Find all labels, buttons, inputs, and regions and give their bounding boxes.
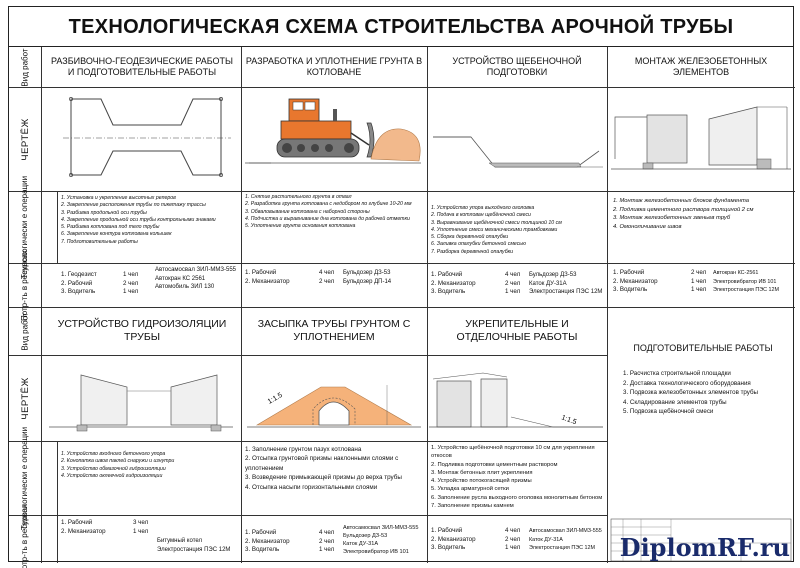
work-heading: ЗАСЫПКА ТРУБЫ ГРУНТОМ С УПЛОТНЕНИЕМ	[257, 318, 411, 343]
operations-list: 1. Монтаж железобетонных блоков фундамен…	[613, 198, 754, 230]
drawing-waterproofing	[49, 374, 233, 432]
prep-title: ПОДГОТОВИТЕЛЬНЫЕ РАБОТЫ	[633, 343, 773, 353]
operations-list: 1. Заполнение грунтом пазух котлована 2.…	[245, 446, 402, 491]
equipment-list: Бульдозер ДЗ-53 Каток ДУ-31А Электростан…	[529, 272, 603, 296]
work-heading: РАЗБИВОЧНО-ГЕОДЕЗИЧЕСКИЕ РАБОТЫ И ПОДГОТ…	[51, 56, 233, 77]
equipment-list: Автосамосвал ЗИЛ-ММЗ-555 Автокран КС 256…	[155, 267, 236, 291]
grid-line	[9, 87, 795, 88]
grid-line	[57, 441, 58, 563]
preparatory-works: ПОДГОТОВИТЕЛЬНЫЕ РАБОТЫ 1. Расчистка стр…	[623, 343, 783, 417]
grid-line	[9, 441, 607, 442]
soil-heap	[370, 128, 421, 162]
drawing-backfill: 1:1.5	[247, 385, 421, 428]
drawing-layout-plan	[63, 97, 231, 177]
drawing-gravel-base	[433, 136, 603, 168]
work-heading: УСТРОЙСТВО ЩЕБЕНОЧНОЙ ПОДГОТОВКИ	[452, 56, 582, 77]
equipment-list: Автосамосвал ЗИЛ-ММЗ-555 Каток ДУ-31А Эл…	[529, 528, 602, 552]
grid-line	[9, 307, 795, 308]
equipment-list: Автосамосвал ЗИЛ-ММЗ-555 Бульдозер ДЗ-53…	[343, 525, 419, 555]
site-watermark: DiplomRF.ru	[619, 533, 790, 562]
equipment-list: Автокран КС-2561 Электровибратор ИВ 101 …	[713, 270, 779, 294]
operations-list: 1. Устройство щебёночной подготовки 10 с…	[431, 445, 603, 510]
work-heading: РАЗРАБОТКА И УПЛОТНЕНИЕ ГРУНТА В КОТЛОВА…	[245, 56, 423, 77]
drawing-reinforcement: 1:1.5	[429, 372, 603, 428]
grid-line	[9, 515, 607, 516]
title-block-stamp	[610, 518, 792, 562]
grid-line	[57, 191, 58, 263]
grid-line	[9, 263, 795, 264]
operations-list: 1. Устройство входного бетонного упора 2…	[61, 451, 175, 479]
sheet-title: ТЕХНОЛОГИЧЕСКАЯ СХЕМА СТРОИТЕЛЬСТВА АРОЧ…	[9, 7, 793, 47]
bulldozer-body	[280, 120, 352, 140]
row-label-resources: Потр-ть в ресурсах	[20, 249, 30, 321]
grid-line	[607, 47, 608, 563]
slope-label: 1:1.5	[560, 414, 577, 426]
drawing-pipe-sections	[611, 106, 791, 170]
row-label-kind: Вид работ	[20, 47, 30, 87]
equipment-list: Битумный котел Электростанция ПЭС 12М	[157, 538, 231, 553]
row-label-resources: Потр-ть в ресурсах	[20, 503, 30, 568]
drawing-bulldozer	[245, 98, 421, 164]
grid-line	[9, 191, 795, 192]
work-heading: УКРЕПИТЕЛЬНЫЕ И ОТДЕЛОЧНЫЕ РАБОТЫ	[456, 318, 578, 343]
grid-line	[41, 47, 42, 563]
drawing-sheet: ТЕХНОЛОГИЧЕСКАЯ СХЕМА СТРОИТЕЛЬСТВА АРОЧ…	[8, 6, 795, 568]
work-heading: МОНТАЖ ЖЕЛЕЗОБЕТОННЫХ ЭЛЕМЕНТОВ	[634, 56, 768, 77]
grid-line	[427, 47, 428, 563]
prep-list: 1. Расчистка строительной площадки 2. До…	[623, 370, 758, 416]
grid-line	[9, 355, 607, 356]
operations-list: 1. Установка и укрепление высотных репер…	[61, 195, 216, 245]
slope-label: 1:1.5	[267, 392, 284, 406]
operations-list: 1. Снятие растительного грунта в отвал 2…	[245, 194, 412, 230]
equipment-list: Бульдозер ДЗ-53 Бульдозер ДП-14	[343, 270, 392, 285]
row-label-kind: Вид работ	[20, 311, 30, 351]
grid-line	[241, 47, 242, 563]
arch-pipe	[318, 401, 350, 426]
work-heading: УСТРОЙСТВО ГИДРОИЗОЛЯЦИИ ТРУБЫ	[57, 318, 227, 343]
operations-list: 1. Устройство упора выходного оголовка 2…	[431, 205, 562, 255]
